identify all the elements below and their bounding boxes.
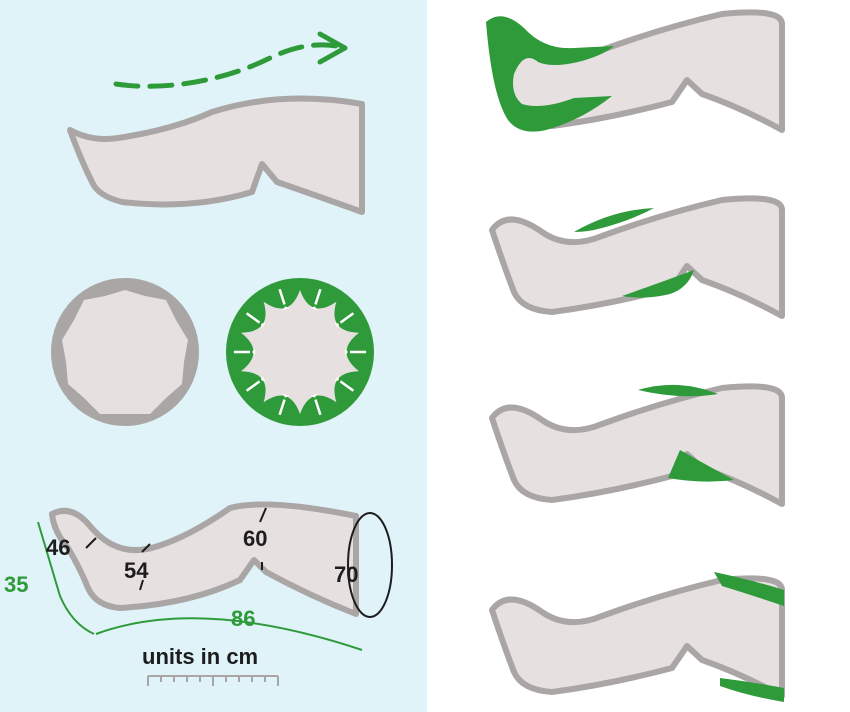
right-panel [427, 0, 850, 712]
compression-stage-thigh [489, 572, 785, 702]
calf-circumference-label: 54 [124, 558, 149, 583]
inward-arrow-icon [245, 312, 261, 324]
dimension-lines [37, 521, 363, 651]
compression-stage-foot [486, 9, 785, 133]
inward-arrow-icon [339, 312, 355, 324]
inward-arrowhead-icon [282, 393, 290, 398]
circle-cross-section-icon [51, 278, 199, 426]
inward-arrow-icon [314, 288, 322, 305]
inward-arrowhead-icon [310, 393, 318, 398]
compression-arrows [234, 288, 366, 416]
right-panel-canvas [427, 0, 850, 712]
inward-arrowhead-icon [334, 375, 339, 382]
inward-arrowhead-icon [252, 348, 255, 356]
foot-pressure-zone [486, 16, 614, 132]
dashed-arrow-right-icon [113, 31, 348, 89]
inward-arrow-icon [314, 399, 322, 416]
leg-length-label: 86 [231, 606, 255, 631]
left-panel: 46 54 60 70 35 86 units in cm [0, 0, 427, 712]
measured-leg-sleeve [49, 501, 393, 618]
thigh-pressure-zone-top [714, 572, 784, 606]
inward-arrow-icon [339, 380, 355, 392]
calf-pressure-zone-bottom [622, 270, 694, 298]
calf-pressure-zone-top [574, 208, 654, 232]
knee-pressure-zone-top [638, 384, 718, 397]
inward-arrowhead-icon [310, 306, 318, 311]
inward-arrowhead-icon [261, 322, 266, 329]
inward-arrow-icon [278, 399, 286, 416]
inward-arrowhead-icon [345, 348, 348, 356]
thigh-pressure-zone-bottom [720, 678, 784, 702]
compression-stage-calf [489, 195, 785, 319]
compression-cross-section-icon [226, 278, 374, 426]
inward-arrow-icon [245, 380, 261, 392]
inward-arrowhead-icon [282, 306, 290, 311]
measurement-arrows [85, 507, 267, 591]
inward-arrowhead-icon [261, 375, 266, 382]
scale-caption: units in cm [142, 644, 258, 669]
knee-circumference-label: 60 [243, 526, 267, 551]
ankle-circumference-label: 46 [46, 535, 70, 560]
ruler-icon [147, 675, 279, 686]
inward-arrow-icon [278, 288, 286, 305]
left-panel-canvas: 46 54 60 70 35 86 units in cm [0, 0, 427, 712]
inward-arrowhead-icon [334, 322, 339, 329]
knee-pressure-zone-bottom [668, 450, 734, 482]
thigh-circumference-label: 70 [334, 562, 358, 587]
compression-stage-knee [489, 383, 785, 507]
foot-length-label: 35 [4, 572, 28, 597]
leg-sleeve-top [67, 95, 365, 215]
